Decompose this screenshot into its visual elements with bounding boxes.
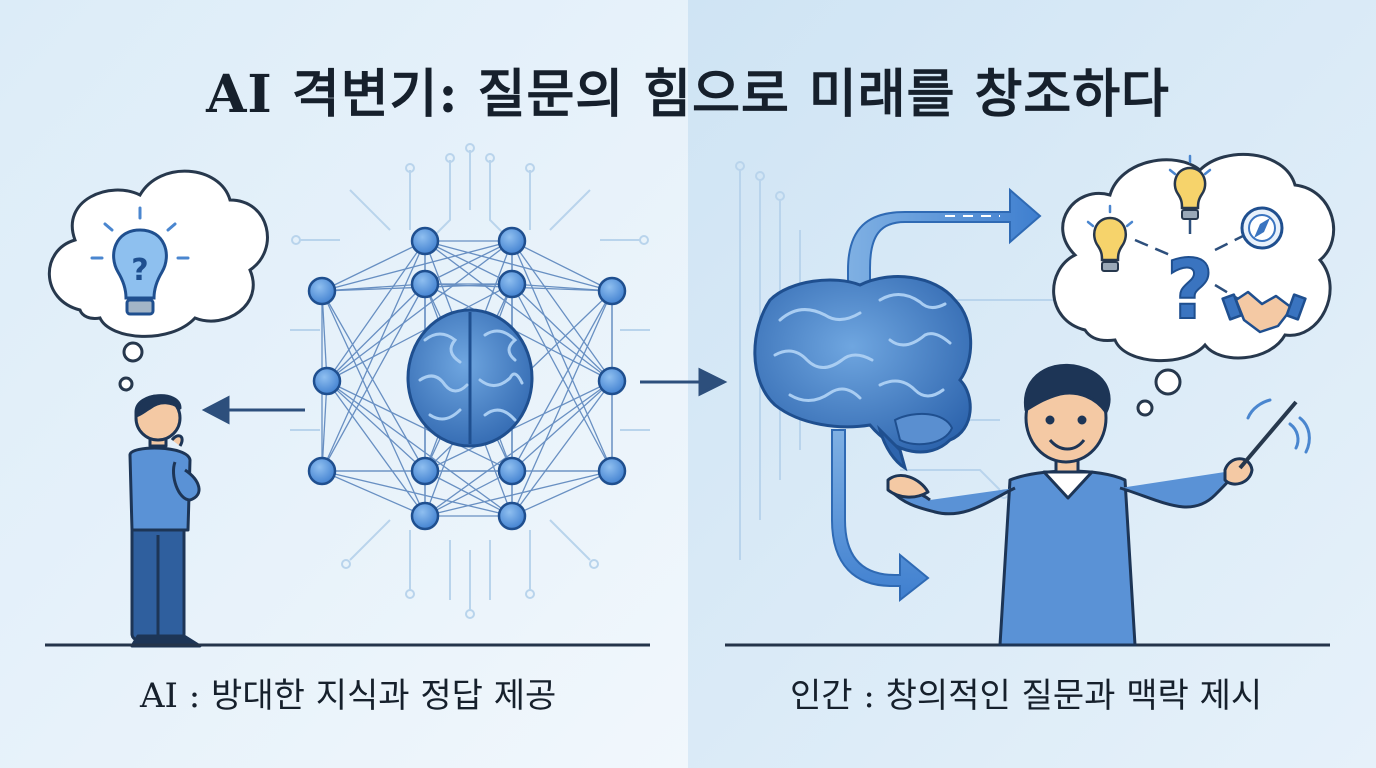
network-node-3 [307,276,337,306]
lightbulb-question-icon: ? [90,206,190,316]
curved-arrow-down-icon [831,429,930,603]
question-mark-icon: ? [1165,242,1215,339]
svg-text:?: ? [1166,243,1214,338]
network-node-6 [597,276,627,306]
human-brain-icon [753,275,973,472]
network-node-11 [497,456,527,486]
presenting-person-icon [886,363,1298,647]
svg-text:?: ? [131,253,148,288]
arrow-to-person-icon [201,395,305,425]
network-node-4 [410,269,440,299]
motion-lines-icon [1246,398,1311,454]
network-node-8 [597,366,627,396]
network-node-13 [410,501,440,531]
network-node-7 [312,366,342,396]
arrow-to-human-icon [640,367,728,397]
left-caption: AI : 방대한 지식과 정답 제공 [140,676,557,716]
handshake-icon [1221,290,1307,334]
circuit-traces-left [290,143,650,619]
lightbulb-left-icon [1086,204,1134,272]
compass-icon [1240,206,1284,250]
network-node-5 [497,269,527,299]
network-node-12 [597,456,627,486]
page-title: AI 격변기: 질문의 힘으로 미래를 창조하다 [206,64,1170,125]
left-panel-background [0,0,688,768]
ai-brain-icon [406,308,534,448]
network-node-2 [497,226,527,256]
network-node-10 [410,456,440,486]
lightbulb-top-icon [1168,154,1212,220]
right-caption: 인간 : 창의적인 질문과 맥락 제시 [790,676,1263,716]
network-node-9 [307,456,337,486]
network-node-14 [497,501,527,531]
network-node-1 [410,226,440,256]
